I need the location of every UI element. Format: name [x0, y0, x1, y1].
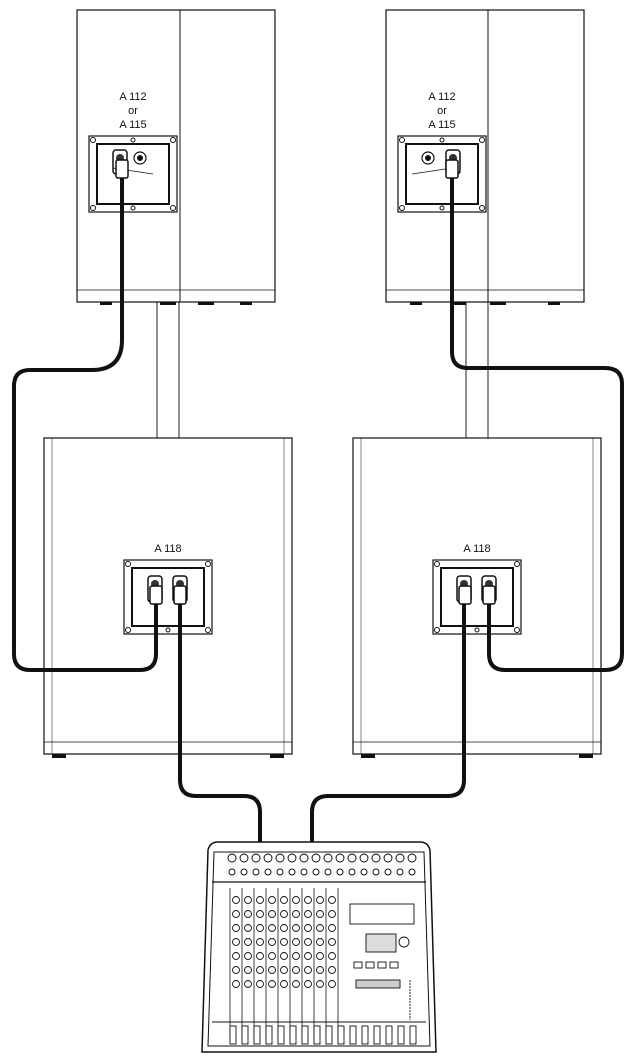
connector-plate [397, 135, 487, 213]
mixer-channel-strips [229, 888, 339, 1040]
cable-left-link [12, 174, 158, 672]
top-left-label-line2: or [128, 105, 138, 117]
top-right-label-line3: A 115 [428, 119, 455, 131]
sub-speaker-right [352, 437, 602, 758]
sub-speaker-left [43, 437, 293, 758]
labels: A 112 or A 115 A 112 or A 115 A 118 A 11… [119, 91, 490, 555]
top-left-label-line1: A 112 [119, 91, 146, 103]
mixer-master-section [349, 903, 415, 1020]
connector-plate [432, 559, 522, 635]
top-right-label-line1: A 112 [428, 91, 455, 103]
pole-left [156, 301, 180, 439]
top-left-label-line3: A 115 [119, 119, 146, 131]
sub-right-label: A 118 [463, 543, 490, 555]
plugs [115, 159, 496, 605]
top-right-label-line2: or [437, 105, 447, 117]
connector-plate [123, 559, 213, 635]
connector-plate [88, 135, 178, 213]
cable-right-mixer [310, 598, 466, 852]
cable-left-mixer [178, 598, 262, 852]
mixer-knobs [232, 896, 336, 988]
top-speaker-left [76, 9, 276, 305]
mixer-input-row [227, 853, 417, 876]
sub-left-label: A 118 [154, 543, 181, 555]
cable-right-link [450, 174, 624, 672]
top-speaker-right [385, 9, 585, 305]
cables [12, 174, 624, 852]
mixer [201, 841, 437, 1053]
mixer-faders [229, 1025, 417, 1045]
